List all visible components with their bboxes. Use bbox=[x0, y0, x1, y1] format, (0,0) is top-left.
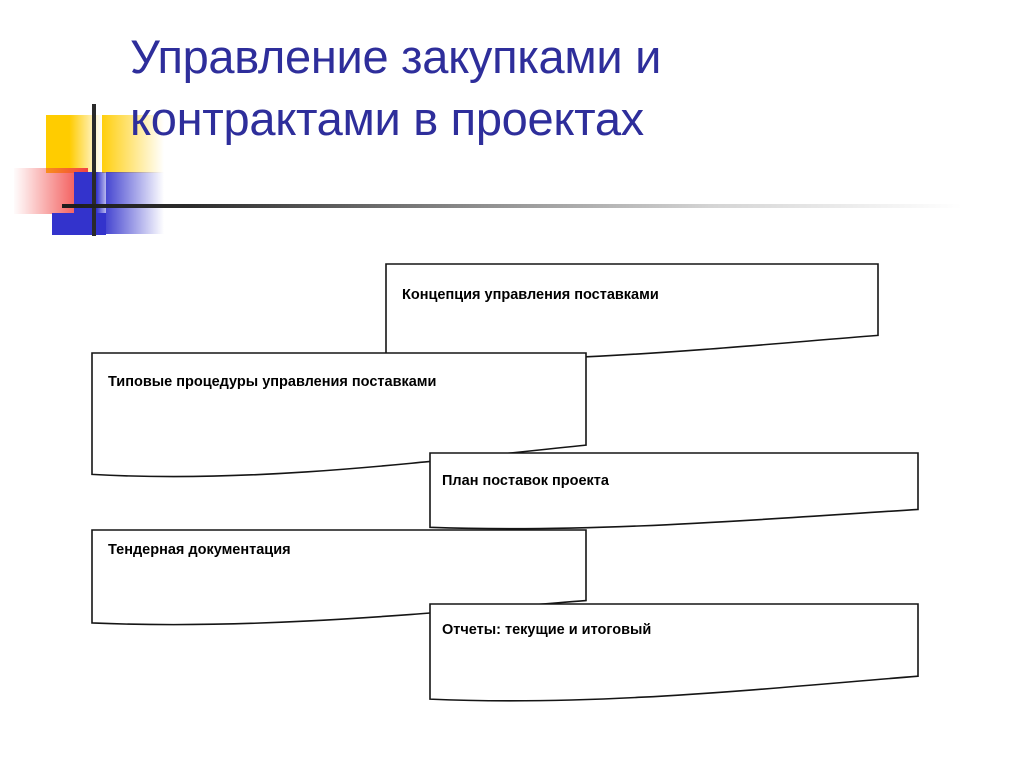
diagram-node-3[interactable]: План поставок проекта bbox=[429, 452, 919, 530]
node-3-label: План поставок проекта bbox=[442, 473, 610, 489]
node-2-shape bbox=[91, 352, 587, 478]
node-2-label: Типовые процедуры управления поставками bbox=[108, 374, 436, 390]
node-1-label: Концепция управления поставками bbox=[402, 287, 659, 303]
node-3-shape bbox=[429, 452, 919, 530]
node-4-label: Тендерная документация bbox=[108, 542, 291, 558]
node-5-label: Отчеты: текущие и итоговый bbox=[442, 622, 651, 638]
node-5-shape bbox=[429, 603, 919, 702]
node-1-shape bbox=[385, 263, 879, 361]
diagram-node-4[interactable]: Тендерная документация bbox=[91, 529, 587, 626]
diagram-node-2[interactable]: Типовые процедуры управления поставками bbox=[91, 352, 587, 478]
page-title: Управление закупками и контрактами в про… bbox=[130, 30, 662, 145]
diagram-node-1[interactable]: Концепция управления поставками bbox=[385, 263, 879, 361]
diagram-node-5[interactable]: Отчеты: текущие и итоговый bbox=[429, 603, 919, 702]
title-block: Управление закупками и контрактами в про… bbox=[0, 26, 1024, 206]
